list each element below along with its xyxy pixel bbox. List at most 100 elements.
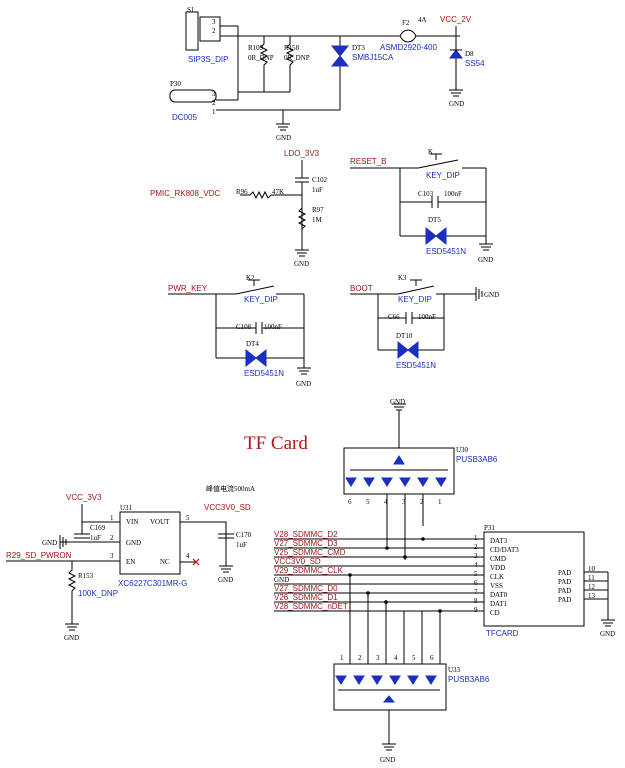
sd-net-label: V25_SDMMC_CMD (274, 548, 346, 557)
pwr-tvs-ref: DT4 (246, 340, 259, 348)
reset-gnd-label: GND (478, 256, 493, 264)
current-note: 峰值电流500mA (206, 484, 255, 493)
u30-pin-1: 1 (438, 498, 442, 506)
pwr-tvs-left-icon (245, 348, 257, 368)
c169-val: 1uF (90, 534, 101, 542)
pwr-tvs-part: ESD5451N (244, 369, 284, 378)
r96-ref: R96 (236, 188, 248, 196)
u33-diode-icon (353, 675, 365, 685)
u33-pin-5: 5 (412, 654, 416, 662)
r153-gnd-icon (65, 623, 79, 631)
sd-net-label: V27_SDMMC_D0 (274, 584, 338, 593)
p31-pin-num: 1 (474, 534, 478, 542)
p31-pin-name: CD (490, 609, 500, 617)
p31-part: TFCARD (486, 629, 519, 638)
vcc-2v-net: VCC_2V (440, 15, 472, 24)
p31-pin-num: 8 (474, 597, 478, 605)
r153-gnd-label: GND (64, 634, 79, 642)
dt3-part: SMBJ15CA (352, 53, 394, 62)
u33-esd-array-body (333, 663, 447, 711)
power-gnd-label: GND (276, 134, 291, 142)
r96-val: 47K (272, 188, 284, 196)
d8-ref: D8 (465, 50, 474, 58)
pwr-gnd-label: GND (296, 380, 311, 388)
pwr-key-icon (235, 279, 275, 295)
p31-pin-num: 9 (474, 606, 478, 614)
u30-pin-2: 2 (420, 498, 424, 506)
sd-net-label: V28_SDMMC_D2 (274, 530, 338, 539)
u30-ref: U30 (456, 446, 469, 454)
p31-pad-num: 12 (588, 583, 596, 591)
p31-pad-num: 13 (588, 592, 596, 600)
dt3-tvs-upper-icon (330, 45, 350, 57)
u31-pin-num-3: 3 (110, 552, 114, 560)
u30-pin-5: 5 (366, 498, 370, 506)
pwr-side-wires (215, 294, 305, 368)
u33-input-wires (349, 575, 441, 664)
r158-resistor-icon (285, 36, 295, 92)
pmic-vdc-net: PMIC_RK808_VDC (150, 189, 220, 198)
s1-part: SIP3S_DIP (188, 55, 228, 64)
u30-pin-3: 3 (402, 498, 406, 506)
u30-diode-icon (345, 477, 357, 487)
c169-cap-icon (74, 522, 90, 539)
p31-pad-num: 11 (588, 574, 595, 582)
p31-pin-num: 5 (474, 570, 478, 578)
u33-pin-3: 3 (376, 654, 380, 662)
u31-gnd-label: GND (42, 539, 57, 547)
boot-side-wires (377, 294, 445, 350)
s1-connector-body (185, 11, 199, 51)
pmic-gnd-icon (295, 249, 309, 257)
u33-diode-icon (389, 675, 401, 685)
p31-pad-gnd-icon (601, 619, 615, 627)
sd-net-label: GND (274, 576, 289, 584)
p31-pin-name: CMD (490, 555, 506, 563)
pwr-key-net: PWR_KEY (168, 284, 208, 293)
s1-rail-wires (220, 25, 400, 37)
c102-ref: C102 (312, 176, 328, 184)
p30-pin-3: 3 (212, 90, 216, 98)
pwr-cap-val: 100nF (264, 323, 282, 331)
p31-ref: P31 (484, 524, 495, 532)
s1-ref: S1 (187, 6, 195, 14)
u30-esd-array-body (343, 447, 455, 495)
u30-diode-icon (381, 477, 393, 487)
vout-net: VCC3V0_SD (204, 503, 251, 512)
f2-val: 4A (418, 16, 427, 24)
reset-key-section: RESET_B K KEY_DIP C103 100nF DT5 ESD5451… (350, 148, 493, 264)
r109-ref: R109 (248, 44, 264, 52)
power-input-section: S1 3 2 SIP3S_DIP F2 4A ASMD2920-400 VCC_… (169, 6, 485, 142)
boot-cap-icon (378, 312, 444, 324)
u31-ref: U31 (120, 504, 133, 512)
tf-card-title: TF Card (244, 433, 308, 454)
p30-pin-2: 2 (212, 99, 216, 107)
u31-pin-en: EN (126, 558, 135, 566)
p31-pin-name: VSS (490, 582, 503, 590)
d8-gnd-icon (449, 89, 463, 97)
reset-cap-icon (400, 196, 486, 208)
c102-val: 1uF (312, 186, 323, 194)
u31-part: XC6227C301MR-G (118, 579, 187, 588)
f2-ref: F2 (402, 19, 410, 27)
p31-pad-name: PAD (558, 587, 571, 595)
boot-key-ref: K3 (398, 274, 407, 282)
pwr-tvs-right-icon (255, 348, 267, 368)
s1-pin-2: 2 (212, 27, 216, 35)
c169-ref: C169 (90, 524, 106, 532)
u33-part: PUSB3AB6 (448, 675, 490, 684)
p31-pad-name: PAD (558, 569, 571, 577)
u33-gnd-label: GND (380, 756, 395, 764)
nc-x-icon (192, 558, 200, 566)
u31-pin-num-2: 2 (110, 534, 114, 542)
ldo-3v3-net: LDO_3V3 (284, 149, 320, 158)
r109-resistor-icon (259, 36, 269, 92)
boot-key-part: KEY_DIP (398, 295, 432, 304)
u31-vin-wire (81, 504, 120, 523)
c170-gnd-icon (219, 565, 233, 573)
u30-top-gnd-label: GND (390, 398, 405, 406)
boot-tvs-right-icon (407, 340, 419, 360)
boot-tvs-ref: DT10 (396, 332, 413, 340)
u31-pin-gnd: GND (126, 539, 141, 547)
boot-cap-val: 100nF (418, 313, 436, 321)
